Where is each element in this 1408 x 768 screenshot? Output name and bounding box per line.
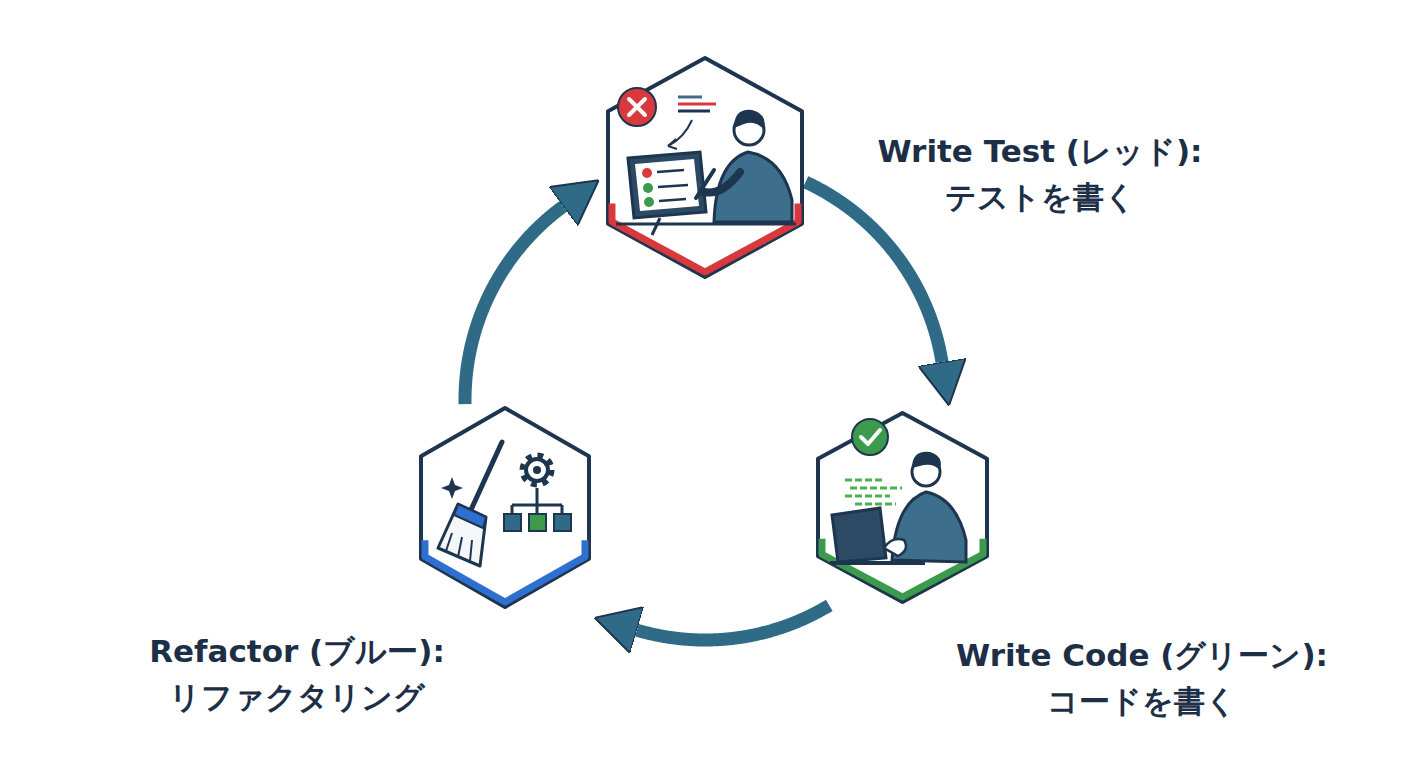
step-label: Write Test (レッド):テストを書く: [810, 128, 1270, 220]
broom-strands: [446, 533, 472, 561]
step-label: Write Code (グリーン):コードを書く: [912, 632, 1372, 724]
step-hexagon: Refactor (ブルー):リファクタリング: [418, 405, 592, 610]
pen: [696, 170, 714, 198]
person-body: [892, 492, 966, 562]
broom-handle: [470, 442, 502, 512]
gear-teeth: [523, 456, 551, 484]
cycle-arrow: [465, 206, 563, 404]
broom-band: [454, 504, 486, 528]
note-line: [678, 96, 702, 99]
code-line: [855, 503, 896, 506]
tablet-screen: [635, 159, 699, 211]
person-hair: [734, 110, 765, 130]
tree-box: [504, 514, 521, 531]
tablet-stand: [652, 218, 660, 235]
laptop-screen: [832, 508, 886, 562]
step-heading: Write Code (グリーン):: [912, 632, 1372, 678]
step-label: Refactor (ブルー):リファクタリング: [67, 628, 527, 720]
typing-hands: [884, 539, 906, 556]
write-test-illustration: [616, 88, 796, 235]
fail-cross: [629, 99, 645, 115]
cycle-arrow: [637, 605, 829, 640]
step-heading: Refactor (ブルー):: [67, 628, 527, 674]
desk-line: [616, 223, 796, 226]
note-line: [678, 110, 710, 113]
status-band: [822, 539, 983, 597]
gear-hub: [533, 466, 541, 474]
write-code-illustration: [830, 419, 966, 563]
check-item: [643, 183, 653, 193]
step-body: テストを書く: [810, 174, 1270, 220]
note-line: [678, 103, 716, 106]
hexagon-shape: [818, 413, 987, 602]
check-line: [657, 170, 684, 172]
tree-box: [554, 514, 571, 531]
pass-badge: [852, 419, 888, 455]
step-hexagon: Write Code (グリーン):コードを書く: [815, 410, 990, 605]
check-item: [644, 197, 654, 207]
check-line: [659, 199, 686, 201]
tablet: [628, 152, 706, 218]
check-item: [642, 168, 652, 178]
hexagon-shape: [421, 408, 589, 607]
gear: [526, 459, 548, 481]
status-band: [612, 204, 798, 273]
sparkle: [441, 477, 463, 499]
code-line: [845, 495, 890, 498]
step-body: コードを書く: [912, 678, 1372, 724]
person-head: [734, 115, 764, 145]
hexagon-outline: [418, 405, 592, 610]
person-head: [912, 458, 940, 486]
refactor-illustration: [438, 442, 571, 566]
code-line: [845, 479, 882, 482]
code-line: [850, 487, 902, 490]
person-arm: [704, 172, 740, 193]
hexagon-outline: [815, 410, 990, 605]
hint-arrow: [668, 120, 692, 146]
hint-arrow-head: [668, 139, 677, 149]
person-body: [714, 152, 792, 222]
hexagon-shape: [608, 58, 802, 277]
broom-bristles: [438, 504, 486, 566]
fail-badge: [618, 88, 656, 126]
tree-lines: [512, 488, 562, 514]
tree-box: [529, 514, 546, 531]
person-hair: [912, 452, 941, 470]
pass-check: [861, 430, 880, 444]
check-line: [658, 185, 688, 187]
laptop-base: [830, 561, 925, 565]
step-heading: Write Test (レッド):: [810, 128, 1270, 174]
step-body: リファクタリング: [67, 674, 527, 720]
step-hexagon: Write Test (レッド):テストを書く: [605, 55, 805, 280]
status-band: [425, 540, 585, 602]
hexagon-outline: [605, 55, 805, 280]
cycle-arrow: [805, 182, 941, 362]
